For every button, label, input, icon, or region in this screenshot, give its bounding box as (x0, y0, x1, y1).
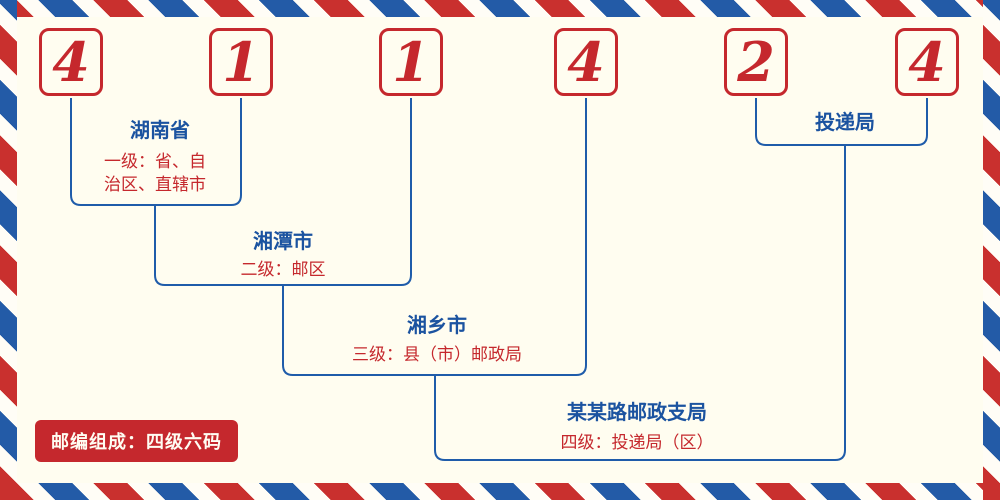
airmail-border-right (983, 0, 1000, 500)
digit-1: 4 (52, 30, 90, 94)
digit-box-3: 1 (379, 28, 443, 96)
digit-box-5: 2 (724, 28, 788, 96)
label-branch-name: 某某路邮政支局 (567, 400, 707, 424)
digit-4: 4 (567, 30, 605, 94)
digit-box-2: 1 (209, 28, 273, 96)
airmail-border-left (0, 0, 17, 500)
airmail-border-bottom (0, 483, 1000, 500)
label-delivery-name: 投递局 (815, 110, 875, 134)
digit-box-1: 4 (39, 28, 103, 96)
digit-3: 1 (392, 30, 430, 94)
label-province-desc-line1: 一级：省、自 (104, 152, 206, 172)
label-zone-name: 湘潭市 (253, 229, 313, 253)
label-zone-desc: 二级：邮区 (240, 260, 326, 280)
digit-box-4: 4 (554, 28, 618, 96)
digit-5: 2 (737, 30, 775, 94)
digit-2: 1 (222, 30, 260, 94)
digit-box-6: 4 (895, 28, 959, 96)
label-province-desc-line2: 治区、直辖市 (104, 175, 206, 195)
label-county-desc: 三级：县（市）邮政局 (352, 345, 522, 365)
digit-6: 4 (908, 30, 946, 94)
airmail-border-top (0, 0, 1000, 17)
label-branch-desc: 四级：投递局（区） (560, 433, 714, 453)
label-province-name: 湖南省 (130, 118, 190, 142)
label-county-name: 湘乡市 (407, 313, 467, 337)
composition-badge: 邮编组成：四级六码 (35, 420, 238, 462)
